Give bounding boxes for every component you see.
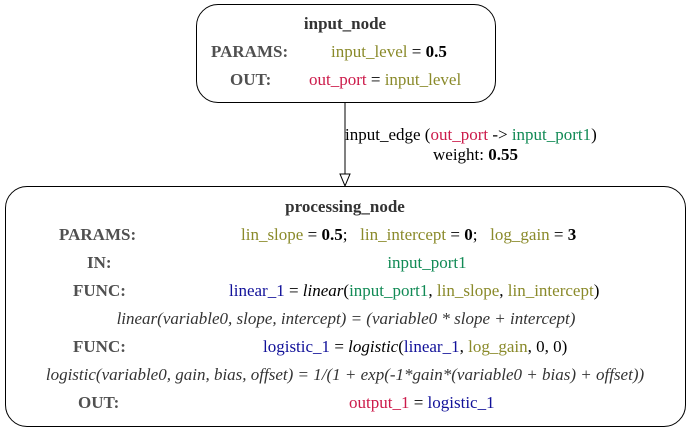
out-port: out_port [309,70,367,89]
processing-params-label: PARAMS: [59,225,137,244]
edge-arrowhead [339,173,351,188]
func1-formula: linear(variable0, slope, intercept) = (v… [116,309,576,328]
param-input-level: input_level [331,42,408,61]
processing-params: lin_slope = 0.5; lin_intercept = 0; log_… [241,225,577,244]
func2-call: logistic_1 = logistic(linear_1, log_gain… [263,337,568,356]
func1-label: FUNC: [73,281,126,300]
func2-label: FUNC: [73,337,126,356]
edge-label: input_edge (out_port -> input_port1) [345,125,597,144]
processing-node-title: processing_node [285,197,405,216]
processing-out: output_1 = logistic_1 [349,393,495,412]
param-input-level-value: 0.5 [425,42,447,61]
edge-weight-value: 0.55 [488,145,518,164]
edge-name: input_edge [345,125,421,144]
output-port: output_1 [349,393,410,412]
input-node-params-label: PARAMS: [211,42,289,61]
input-node-out-label: OUT: [230,70,272,89]
processing-in-label: IN: [87,253,112,272]
processing-out-label: OUT: [78,393,120,412]
input-node-param: input_level = 0.5 [331,42,447,61]
func1-call: linear_1 = linear(input_port1, lin_slope… [229,281,600,300]
in-port: input_port1 [387,253,467,272]
input-node-title: input_node [303,14,387,33]
input-node[interactable] [196,4,496,103]
edge-weight: weight: 0.55 [433,145,518,164]
processing-node[interactable] [5,186,686,427]
input-node-out: out_port = input_level [309,70,462,89]
func2-formula: logistic(variable0, gain, bias, offset) … [45,365,645,384]
